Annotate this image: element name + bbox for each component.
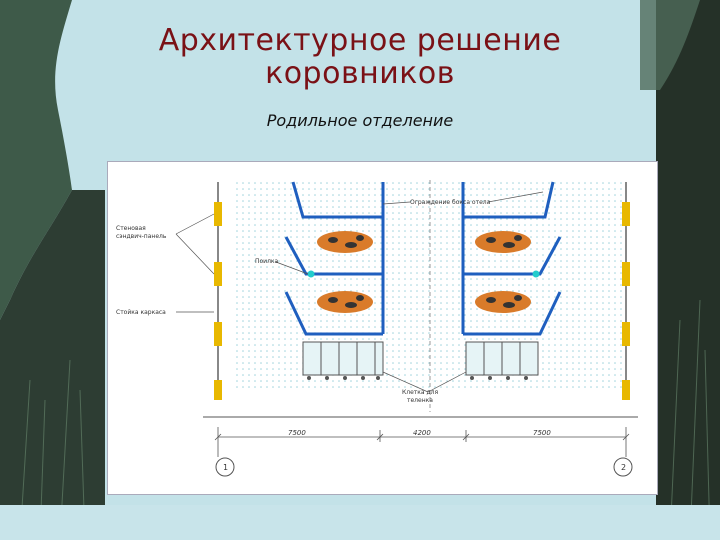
title-line-2: коровников: [265, 56, 455, 91]
left-stall-frame: [284, 181, 385, 336]
label-frame-post: Стойка каркаса: [116, 309, 166, 316]
diagram-frame: Стеновая сэндвич-панель Поилка Стойка ка…: [107, 161, 658, 495]
left-post: [214, 182, 222, 400]
axis-marker-2: [613, 457, 633, 477]
slide-subtitle: Родильное отделение: [266, 111, 454, 130]
label-sandwich-panel-2: сэндвич-панель: [116, 233, 167, 240]
cow-bottom-left: [317, 291, 373, 313]
right-post: [622, 182, 630, 400]
left-calf-cages: [302, 341, 384, 380]
right-calf-cages: [465, 341, 539, 380]
label-calf-cage-2: теленка: [407, 397, 433, 404]
cow-top-left: [317, 231, 373, 253]
right-trough-marker: [532, 270, 540, 278]
barn-diagram: Стеновая сэндвич-панель Поилка Стойка ка…: [116, 180, 638, 477]
title-line-1: Архитектурное решение: [158, 23, 562, 58]
label-sandwich-panel-1: Стеновая: [116, 225, 146, 232]
label-stall-fence: Ограждение бокса отела: [410, 199, 491, 206]
dimension-3: 7500: [533, 429, 551, 437]
axis-label-1: 1: [223, 463, 228, 472]
leader-lines: [175, 191, 544, 393]
dimension-1: 7500: [288, 429, 306, 437]
axis-marker-1: [215, 457, 235, 477]
cow-top-right: [475, 231, 531, 253]
left-trough-marker: [307, 270, 315, 278]
dimension-2: 4200: [413, 429, 431, 437]
label-calf-cage-1: Клетка для: [402, 389, 438, 396]
floor-area: [233, 180, 623, 392]
right-stall-frame: [461, 181, 562, 336]
axis-label-2: 2: [621, 463, 626, 472]
label-trough: Поилка: [255, 258, 279, 265]
slide-title: Архитектурное решение коровников: [0, 24, 720, 90]
dimension-line: [214, 427, 630, 457]
cow-bottom-right: [475, 291, 531, 313]
